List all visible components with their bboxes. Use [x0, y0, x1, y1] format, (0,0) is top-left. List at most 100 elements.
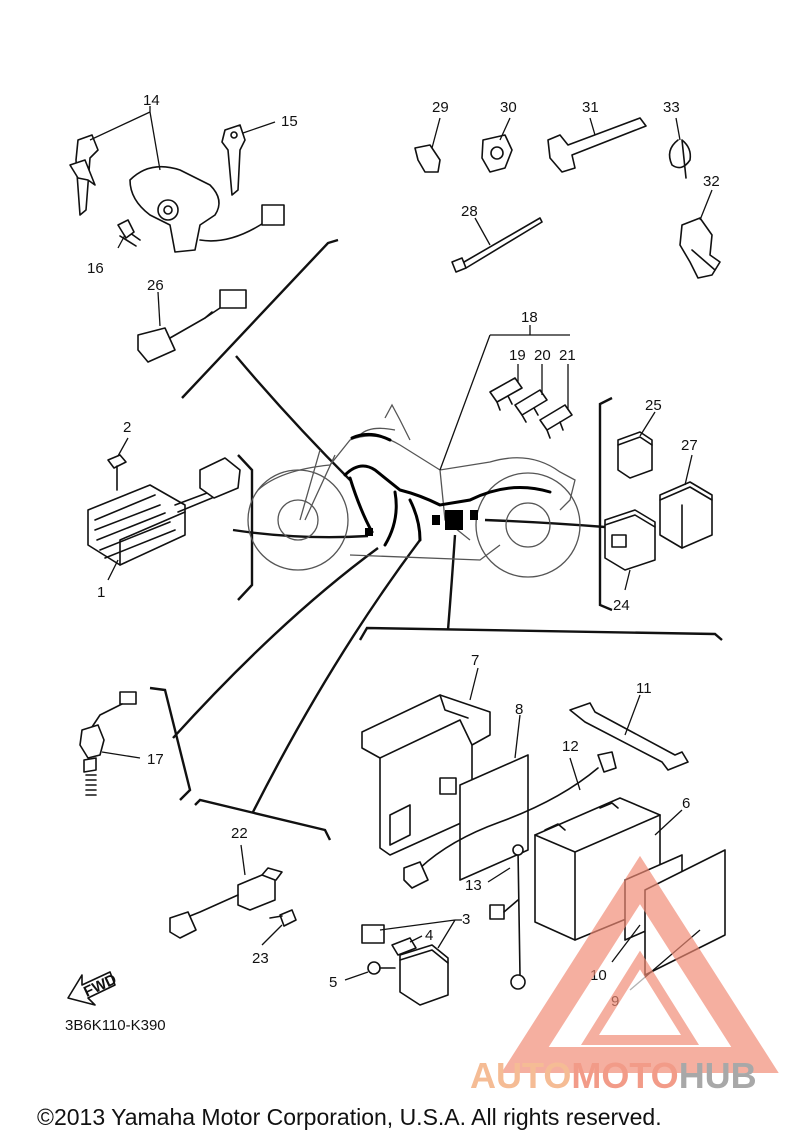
part-1-rectifier-regulator	[87, 457, 241, 566]
part-33-cable-tie-loop	[668, 139, 692, 179]
leader-27	[684, 454, 693, 486]
callout-8: 8	[515, 701, 523, 718]
watermark-hub: HUB	[679, 1055, 757, 1096]
callout-25: 25	[645, 397, 662, 414]
leader-13	[487, 867, 511, 883]
callout-12: 12	[562, 738, 579, 755]
part-24-relay	[604, 509, 656, 571]
callout-27: 27	[681, 437, 698, 454]
leader-28	[474, 217, 491, 246]
leader-17	[101, 751, 141, 759]
callout-14: 14	[143, 92, 160, 109]
bracket-rectifier-group	[237, 454, 254, 601]
callout-1: 1	[97, 584, 105, 601]
leader-15	[242, 121, 276, 134]
callout-11: 11	[636, 680, 652, 697]
leader-7	[469, 667, 479, 701]
part-31-band	[547, 117, 647, 173]
leader-main-switch-to-bike	[235, 355, 351, 481]
leader-4	[409, 935, 423, 943]
svg-text:FWD: FWD	[81, 971, 119, 1001]
part-32-clamp	[679, 217, 721, 279]
leader-32	[699, 189, 713, 221]
part-22-switch	[169, 867, 283, 939]
callout-32: 32	[703, 173, 720, 190]
leader-31	[589, 117, 596, 136]
part-13-lead-wire	[489, 844, 526, 990]
callout-24: 24	[613, 597, 630, 614]
leader-30	[499, 117, 511, 141]
part-4-fuse	[391, 937, 417, 956]
part-28-cable-tie	[451, 217, 543, 273]
callout-18: 18	[521, 309, 538, 326]
callout-6: 6	[682, 795, 690, 812]
callout-16: 16	[87, 260, 104, 277]
leader-24	[624, 569, 631, 591]
leader-19-21	[517, 364, 569, 410]
part-14-main-switch	[69, 124, 285, 253]
leader-16	[117, 234, 126, 249]
callout-5: 5	[329, 974, 337, 991]
leader-33	[675, 117, 681, 141]
leader-10	[611, 924, 641, 963]
leader-11	[624, 694, 641, 736]
leader-26	[157, 291, 161, 327]
callout-3: 3	[462, 911, 470, 928]
leader-22	[240, 844, 246, 876]
part-12-battery-cable	[403, 751, 617, 889]
callout-7: 7	[471, 652, 479, 669]
callout-17: 17	[147, 751, 164, 768]
part-7-battery-box	[361, 694, 491, 856]
watermark-logo: AUTOMOTOHUB	[470, 855, 779, 1096]
fuse-19	[489, 377, 523, 411]
leader-23	[261, 924, 283, 946]
part-11-battery-band	[569, 702, 689, 771]
part-9-pad	[644, 849, 726, 976]
part-5-bolt	[367, 961, 396, 975]
callout-21: 21	[559, 347, 576, 364]
fuse-20	[514, 389, 548, 423]
bracket-main-switch-group	[181, 238, 339, 399]
bracket-switch-17-group	[149, 686, 192, 801]
part-26-wire-harness	[137, 289, 247, 363]
callout-31: 31	[582, 99, 599, 116]
part-17-neutral-switch	[79, 691, 137, 796]
watermark-auto: AUTO	[470, 1055, 571, 1096]
callout-30: 30	[500, 99, 517, 116]
diagram-code: 3B6K110-K390	[65, 1017, 166, 1034]
callout-26: 26	[147, 277, 164, 294]
part-30-clamp	[481, 134, 513, 173]
part-29-clamp	[414, 144, 441, 173]
callout-19: 19	[509, 347, 526, 364]
leader-8	[514, 714, 521, 759]
leader-3	[379, 919, 462, 949]
callout-29: 29	[432, 99, 449, 116]
leader-2	[117, 437, 129, 457]
part-27-relay	[659, 481, 713, 549]
leader-5	[344, 971, 369, 981]
callout-28: 28	[461, 203, 478, 220]
leader-relay-to-bike	[484, 518, 606, 529]
part-23-screw	[269, 909, 297, 927]
leader-1	[107, 559, 119, 581]
part-2-bolt	[107, 454, 127, 491]
copyright-notice: ©2013 Yamaha Motor Corporation, U.S.A. A…	[37, 1104, 662, 1130]
part-18-fuse-set	[489, 377, 573, 439]
leader-rectifier-to-bike	[232, 528, 369, 539]
leader-25	[639, 411, 656, 437]
part-25-relay	[617, 431, 653, 479]
callout-20: 20	[534, 347, 551, 364]
leader-29	[431, 117, 441, 149]
fuse-21	[539, 404, 573, 439]
fwd-arrow-icon: FWD	[67, 971, 119, 1006]
part-3-starter-relay	[361, 924, 449, 1006]
callout-13: 13	[465, 877, 482, 894]
callout-33: 33	[663, 99, 680, 116]
leader-switch22-to-bike	[251, 539, 421, 813]
wiring-harness	[343, 433, 552, 547]
callout-2: 2	[123, 419, 131, 436]
watermark-moto: MOTO	[571, 1055, 678, 1096]
part-8-pad	[459, 754, 529, 881]
leader-battery-to-bike	[446, 534, 457, 631]
